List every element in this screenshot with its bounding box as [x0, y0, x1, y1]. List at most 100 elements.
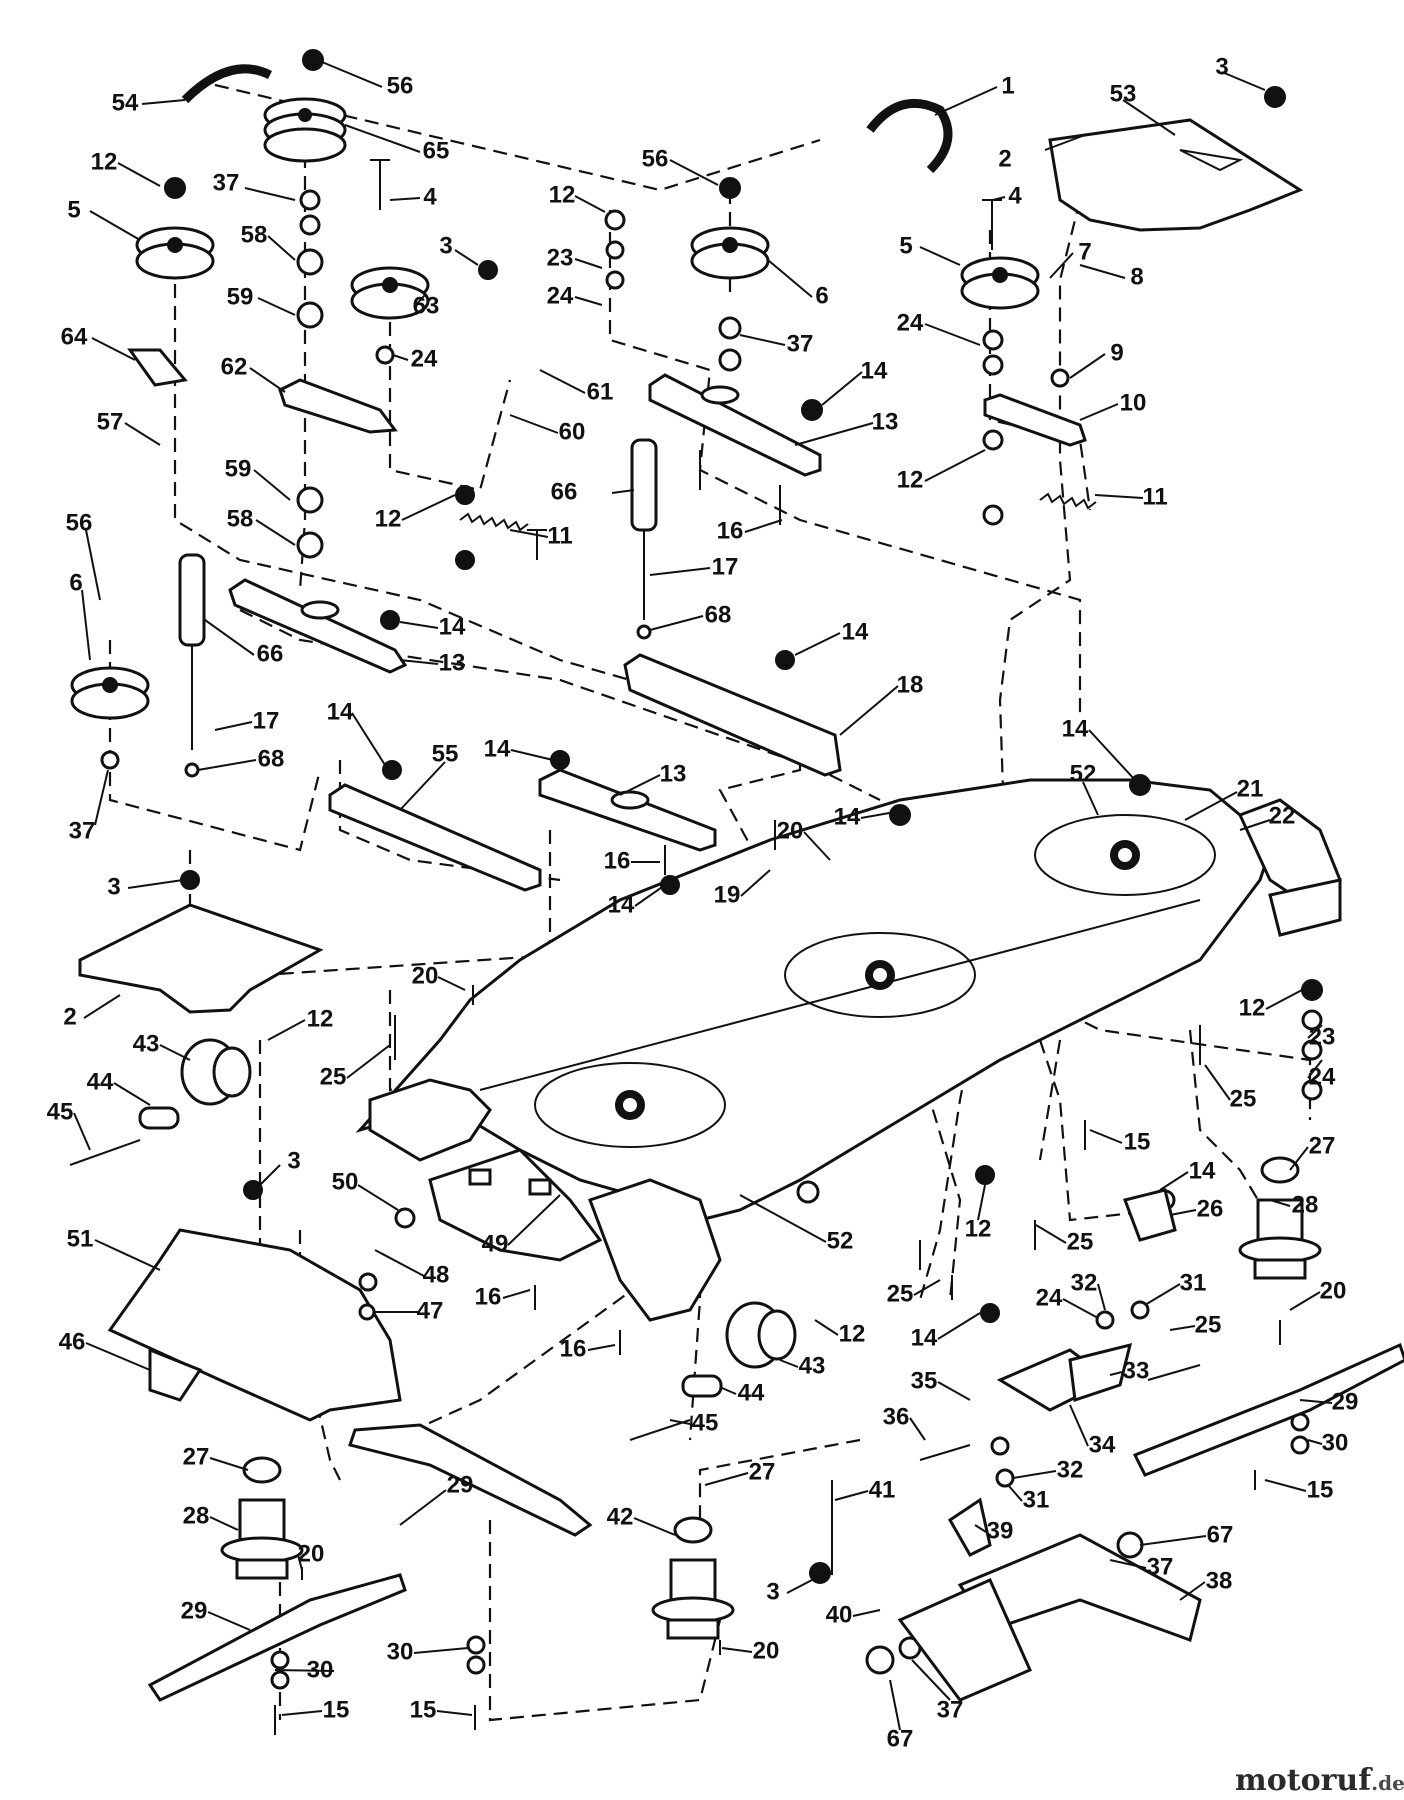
callout-25: 25: [887, 1280, 914, 1307]
callout-4: 4: [423, 183, 437, 210]
callout-16: 16: [717, 517, 744, 544]
callout-30: 30: [1322, 1429, 1349, 1456]
callout-32: 32: [1057, 1456, 1084, 1483]
callout-16: 16: [560, 1335, 587, 1362]
callout-30: 30: [307, 1656, 334, 1683]
callout-58: 58: [227, 505, 254, 532]
callout-46: 46: [59, 1328, 86, 1355]
callout-8: 8: [1130, 263, 1143, 290]
callout-14: 14: [327, 698, 354, 725]
callout-28: 28: [1292, 1191, 1319, 1218]
callout-14: 14: [911, 1324, 938, 1351]
callout-20: 20: [1320, 1277, 1347, 1304]
callout-14: 14: [439, 613, 466, 640]
callout-5: 5: [899, 232, 912, 259]
rollers: [138, 1038, 797, 1398]
callout-30: 30: [387, 1638, 414, 1665]
callout-55: 55: [432, 740, 459, 767]
callout-2: 2: [63, 1003, 76, 1030]
callout-33: 33: [1123, 1357, 1150, 1384]
callout-14: 14: [1062, 715, 1089, 742]
callout-23: 23: [547, 244, 574, 271]
callout-15: 15: [1124, 1128, 1151, 1155]
callout-24: 24: [1309, 1063, 1336, 1090]
callout-56: 56: [642, 145, 669, 172]
callout-4: 4: [1008, 182, 1022, 209]
callout-44: 44: [738, 1379, 765, 1406]
callout-15: 15: [1307, 1476, 1334, 1503]
callout-12: 12: [549, 181, 576, 208]
callout-56: 56: [387, 72, 414, 99]
leader-lines: [73, 61, 1333, 1731]
deck-housing: [355, 778, 1342, 1222]
callout-11: 11: [1142, 483, 1167, 510]
callout-9: 9: [1110, 339, 1123, 366]
callout-50: 50: [332, 1168, 359, 1195]
callout-20: 20: [777, 817, 804, 844]
callout-28: 28: [183, 1502, 210, 1529]
callout-14: 14: [484, 735, 511, 762]
callout-31: 31: [1180, 1269, 1207, 1296]
callout-13: 13: [872, 408, 899, 435]
callout-24: 24: [411, 345, 438, 372]
callout-29: 29: [181, 1597, 208, 1624]
callout-34: 34: [1089, 1431, 1116, 1458]
spring-right: [1039, 492, 1097, 510]
callout-16: 16: [604, 847, 631, 874]
blades: [147, 1342, 1404, 1702]
belt-1-icon: [866, 98, 953, 174]
callout-66: 66: [551, 478, 578, 505]
callout-54: 54: [112, 89, 139, 116]
callout-38: 38: [1206, 1567, 1233, 1594]
bolts: [69, 159, 1281, 1735]
callout-67: 67: [887, 1725, 914, 1752]
callout-29: 29: [1332, 1388, 1359, 1415]
callout-32: 32: [1071, 1269, 1098, 1296]
hardware: [100, 49, 1323, 1690]
callout-45: 45: [692, 1409, 719, 1436]
callout-63: 63: [413, 292, 440, 319]
callout-68: 68: [705, 601, 732, 628]
callout-42: 42: [607, 1503, 634, 1530]
idler-brackets: [127, 348, 1087, 892]
callout-25: 25: [320, 1063, 347, 1090]
callout-6: 6: [69, 569, 82, 596]
callout-62: 62: [221, 353, 248, 380]
callout-23: 23: [1309, 1023, 1336, 1050]
callout-3: 3: [766, 1578, 779, 1605]
spindles: [220, 1156, 1322, 1640]
lift-assembly: [897, 1188, 1202, 1702]
callout-44: 44: [87, 1068, 114, 1095]
callout-15: 15: [323, 1696, 350, 1723]
pulleys: [70, 97, 1040, 720]
callout-52: 52: [827, 1227, 854, 1254]
callout-68: 68: [258, 745, 285, 772]
callout-39: 39: [987, 1517, 1014, 1544]
callout-3: 3: [107, 873, 120, 900]
callout-67: 67: [1207, 1521, 1234, 1548]
callout-12: 12: [375, 505, 402, 532]
callout-49: 49: [482, 1230, 509, 1257]
callout-13: 13: [660, 760, 687, 787]
callout-57: 57: [97, 408, 124, 435]
callout-14: 14: [842, 618, 869, 645]
callout-12: 12: [307, 1005, 334, 1032]
callout-25: 25: [1195, 1311, 1222, 1338]
callout-59: 59: [225, 455, 252, 482]
callout-18: 18: [897, 671, 924, 698]
callout-40: 40: [826, 1601, 853, 1628]
callout-41: 41: [869, 1476, 896, 1503]
callout-29: 29: [447, 1471, 474, 1498]
callout-20: 20: [298, 1540, 325, 1567]
callout-5: 5: [67, 196, 80, 223]
callout-37: 37: [787, 330, 814, 357]
callout-3: 3: [439, 232, 452, 259]
callout-66: 66: [257, 640, 284, 667]
callout-12: 12: [965, 1215, 992, 1242]
callout-27: 27: [183, 1443, 210, 1470]
callout-14: 14: [861, 357, 888, 384]
callout-20: 20: [753, 1637, 780, 1664]
callout-24: 24: [1036, 1284, 1063, 1311]
